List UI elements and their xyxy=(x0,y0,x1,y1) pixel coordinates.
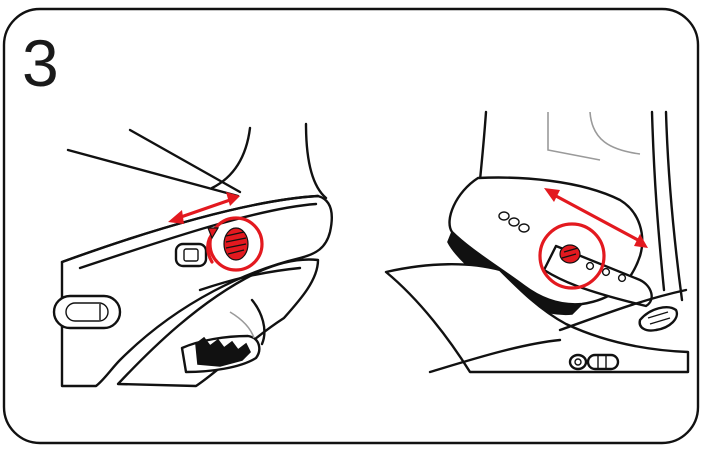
adjustment-screw-right xyxy=(560,245,580,263)
heel-slot xyxy=(54,296,120,328)
lower-strap-slot xyxy=(570,355,618,369)
adjustment-screw xyxy=(224,228,248,260)
step-number: 3 xyxy=(22,30,59,96)
slot-window xyxy=(176,244,206,266)
